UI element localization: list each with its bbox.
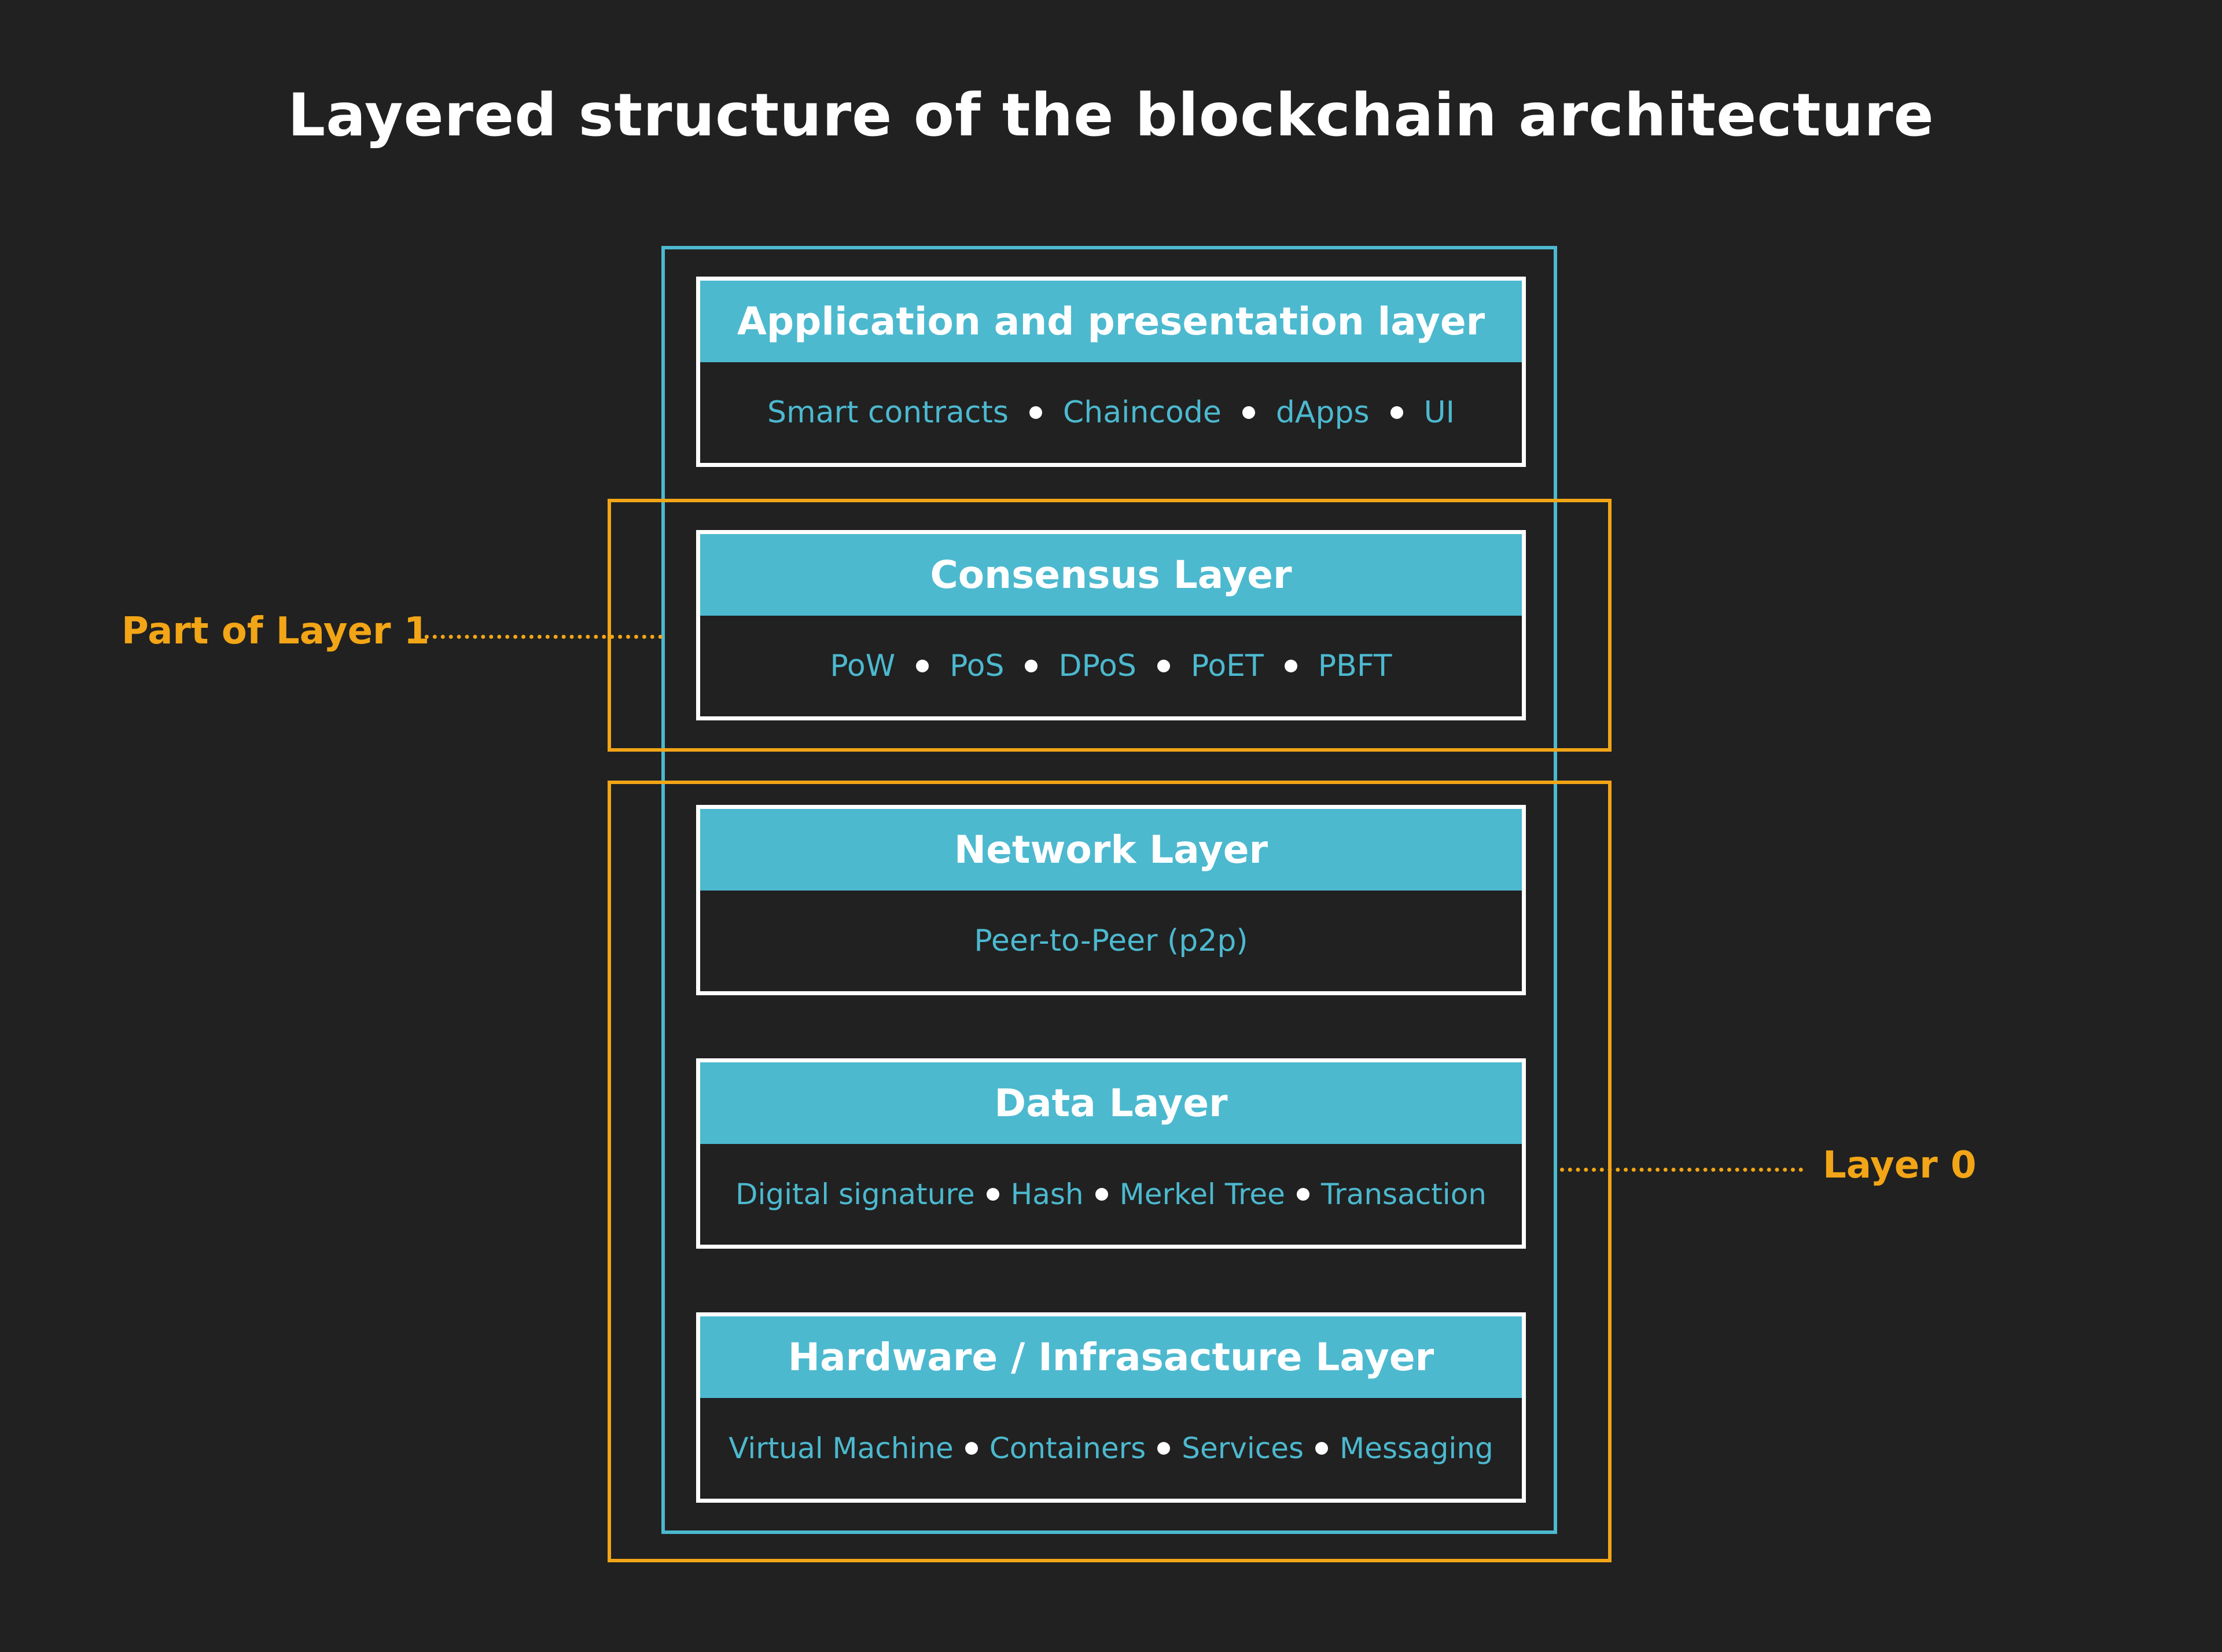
layer-item: PoS — [950, 649, 1005, 683]
bullet-separator — [1029, 406, 1042, 419]
page-title: Layered structure of the blockchain arch… — [288, 81, 1934, 150]
layer-item: Merkel Tree — [1119, 1178, 1285, 1211]
part-of-layer-1-label: Part of Layer 1 — [122, 610, 430, 653]
layer-item: dApps — [1275, 395, 1370, 430]
layer-item: Hash — [1010, 1178, 1084, 1211]
layer-card-data: Data Layer Digital signature Hash Merkel T… — [696, 1058, 1526, 1249]
bullet-separator — [1157, 1442, 1171, 1455]
layer-title: Hardware / Infrasacture Layer — [700, 1316, 1522, 1398]
layer-item: Peer-to-Peer (p2p) — [974, 923, 1248, 958]
bullet-separator — [1284, 660, 1297, 672]
bullet-separator — [1157, 660, 1170, 672]
bullet-separator — [986, 1188, 999, 1201]
bullet-separator — [1242, 406, 1255, 419]
layer-item: Chaincode — [1062, 395, 1222, 430]
layer-card-network: Network Layer Peer-to-Peer (p2p) — [696, 805, 1526, 995]
layer-0-label: Layer 0 — [1823, 1144, 1977, 1187]
layer-item: Services — [1182, 1432, 1304, 1465]
bullet-separator — [1390, 406, 1403, 419]
bullet-separator — [1025, 660, 1038, 672]
layer-item: DPoS — [1058, 649, 1136, 683]
bullet-separator — [1315, 1442, 1329, 1455]
layer-title: Consensus Layer — [700, 534, 1522, 616]
bullet-separator — [1095, 1188, 1108, 1201]
bullet-separator — [965, 1442, 978, 1455]
layer-items: Digital signature Hash Merkel Tree Transact… — [700, 1144, 1522, 1245]
layer-item: PBFT — [1318, 649, 1392, 683]
layer-items: Smart contracts Chaincode dApps UI — [700, 362, 1522, 463]
layer-item: Smart contracts — [767, 395, 1009, 430]
layer-item: Transaction — [1320, 1178, 1487, 1211]
layer-items: PoW PoS DPoS PoET PBFT — [700, 616, 1522, 716]
layer-0-connector-line — [1560, 1168, 1803, 1172]
layer-item: UI — [1423, 395, 1455, 430]
layer-item: PoET — [1190, 649, 1264, 683]
architecture-frame — [661, 246, 1557, 1534]
layer-item: Messaging — [1340, 1432, 1493, 1465]
layer-card-consensus: Consensus Layer PoW PoS DPoS PoET PBFT — [696, 530, 1526, 720]
layer-item: PoW — [830, 649, 896, 683]
layer-title: Network Layer — [700, 809, 1522, 891]
bullet-separator — [916, 660, 929, 672]
layer-items: Peer-to-Peer (p2p) — [700, 891, 1522, 991]
layer-1-connector-line — [417, 635, 663, 639]
layer-title: Data Layer — [700, 1062, 1522, 1144]
layer-item: Virtual Machine — [729, 1432, 954, 1465]
layer-item: Containers — [989, 1432, 1146, 1465]
layer-card-application: Application and presentation layer Smart… — [696, 277, 1526, 467]
layer-items: Virtual Machine Containers Services Messagi… — [700, 1398, 1522, 1499]
layer-title: Application and presentation layer — [700, 281, 1522, 362]
layer-1-group-box — [608, 499, 1612, 752]
bullet-separator — [1296, 1188, 1309, 1201]
layer-card-hardware: Hardware / Infrasacture Layer Virtual Ma… — [696, 1312, 1526, 1503]
layer-item: Digital signature — [735, 1178, 975, 1211]
